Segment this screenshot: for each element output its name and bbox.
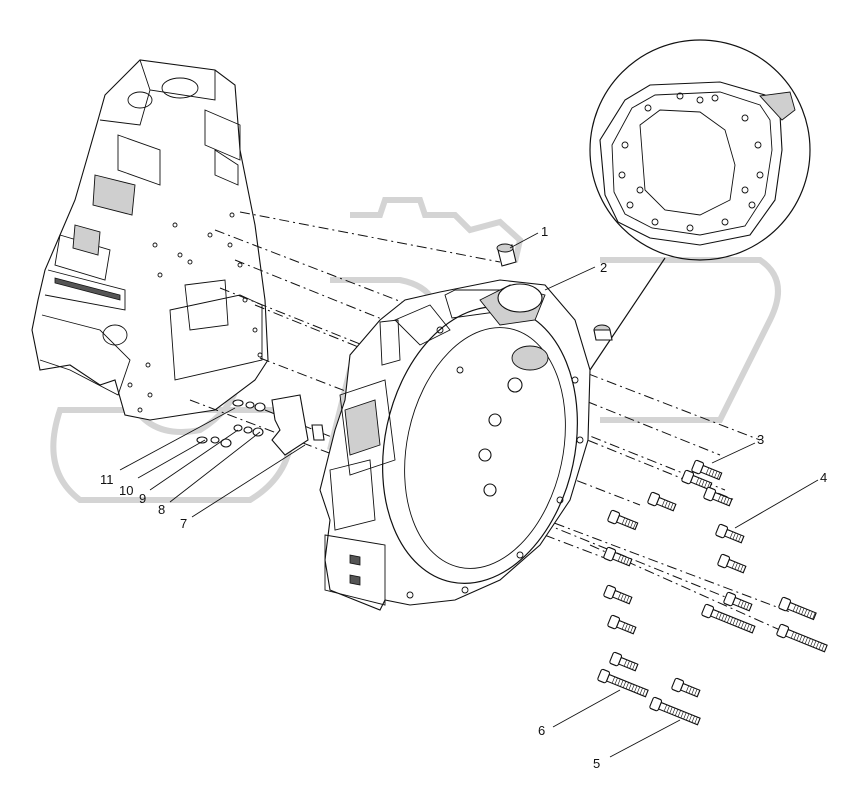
callout-5: 5 bbox=[593, 756, 600, 771]
callout-1: 1 bbox=[541, 224, 548, 239]
plug-part-1 bbox=[496, 243, 517, 267]
leader-lines bbox=[119, 232, 819, 758]
bolt bbox=[597, 668, 649, 698]
callout-2: 2 bbox=[600, 260, 607, 275]
bolt bbox=[778, 596, 817, 621]
bolt bbox=[717, 553, 747, 574]
bolt bbox=[603, 584, 633, 605]
callout-4: 4 bbox=[820, 470, 827, 485]
bolt bbox=[723, 591, 753, 612]
bolt bbox=[715, 523, 745, 544]
bolt bbox=[607, 614, 637, 635]
bolt bbox=[649, 696, 701, 726]
plug-right bbox=[593, 324, 613, 341]
flywheel-housing bbox=[319, 279, 591, 611]
callout-labels: 1 2 3 4 5 6 7 8 9 10 11 bbox=[100, 224, 827, 771]
bolt bbox=[671, 677, 701, 698]
detail-inset bbox=[589, 39, 811, 371]
callout-10: 10 bbox=[119, 483, 133, 498]
bolt bbox=[607, 509, 639, 531]
small-fasteners-8-11 bbox=[196, 399, 266, 448]
bolt bbox=[681, 469, 713, 491]
bolt bbox=[603, 546, 633, 567]
bolt bbox=[776, 623, 828, 653]
callout-9: 9 bbox=[139, 491, 146, 506]
callout-6: 6 bbox=[538, 723, 545, 738]
bolts bbox=[597, 459, 828, 726]
callout-3: 3 bbox=[757, 432, 764, 447]
bolt bbox=[703, 486, 733, 507]
callout-7: 7 bbox=[180, 516, 187, 531]
callout-11: 11 bbox=[100, 472, 114, 487]
bolt bbox=[691, 459, 723, 481]
bolt bbox=[647, 491, 677, 512]
bolt bbox=[609, 651, 639, 672]
bolt bbox=[701, 603, 756, 634]
engine-block bbox=[31, 59, 269, 421]
callout-8: 8 bbox=[158, 502, 165, 517]
cover-plate-part-7 bbox=[271, 394, 325, 456]
